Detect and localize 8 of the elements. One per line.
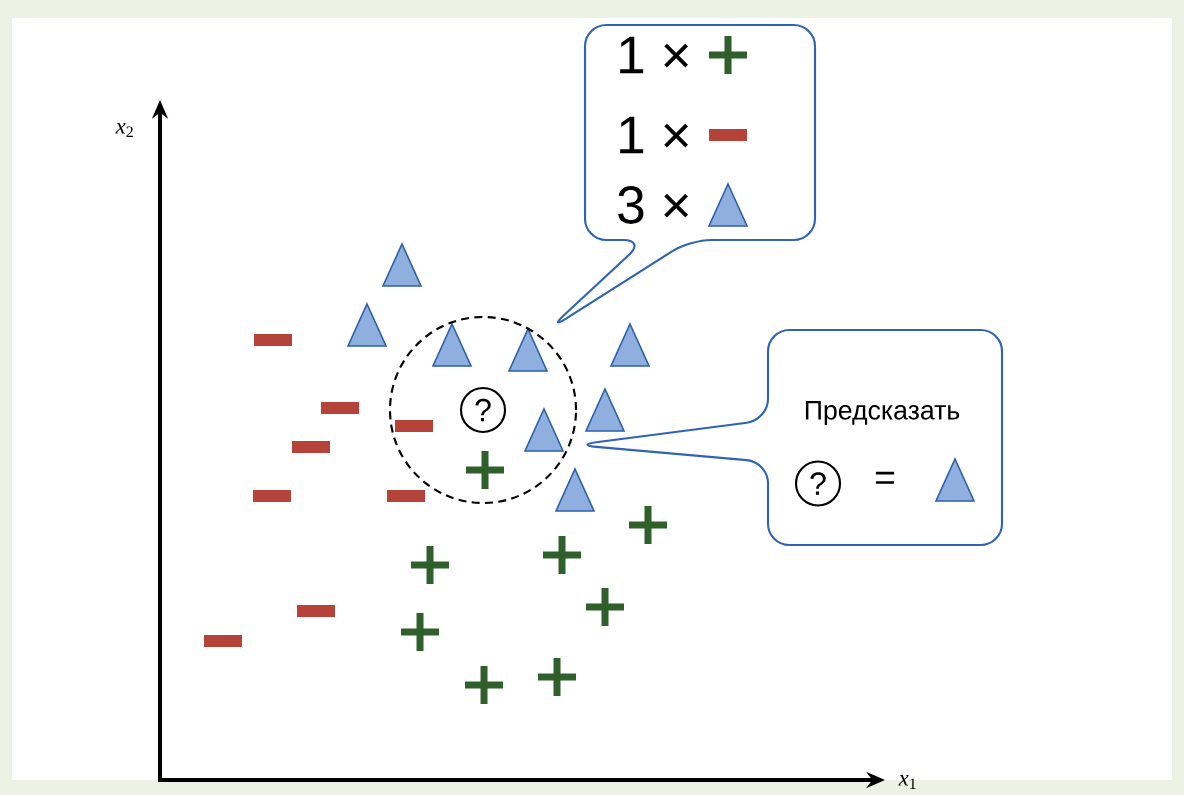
equals-sign: = — [875, 471, 895, 484]
axis-label: x$_{2}$ — [115, 123, 133, 137]
neighbourhood-circle — [388, 315, 578, 505]
prediction-label: Предсказать — [805, 401, 960, 425]
axis-label: x$_{1}$ — [898, 775, 916, 789]
count-label: 3 × — [618, 186, 688, 224]
count-label: 1 × — [620, 116, 688, 154]
count-label: 1 × — [620, 36, 688, 74]
